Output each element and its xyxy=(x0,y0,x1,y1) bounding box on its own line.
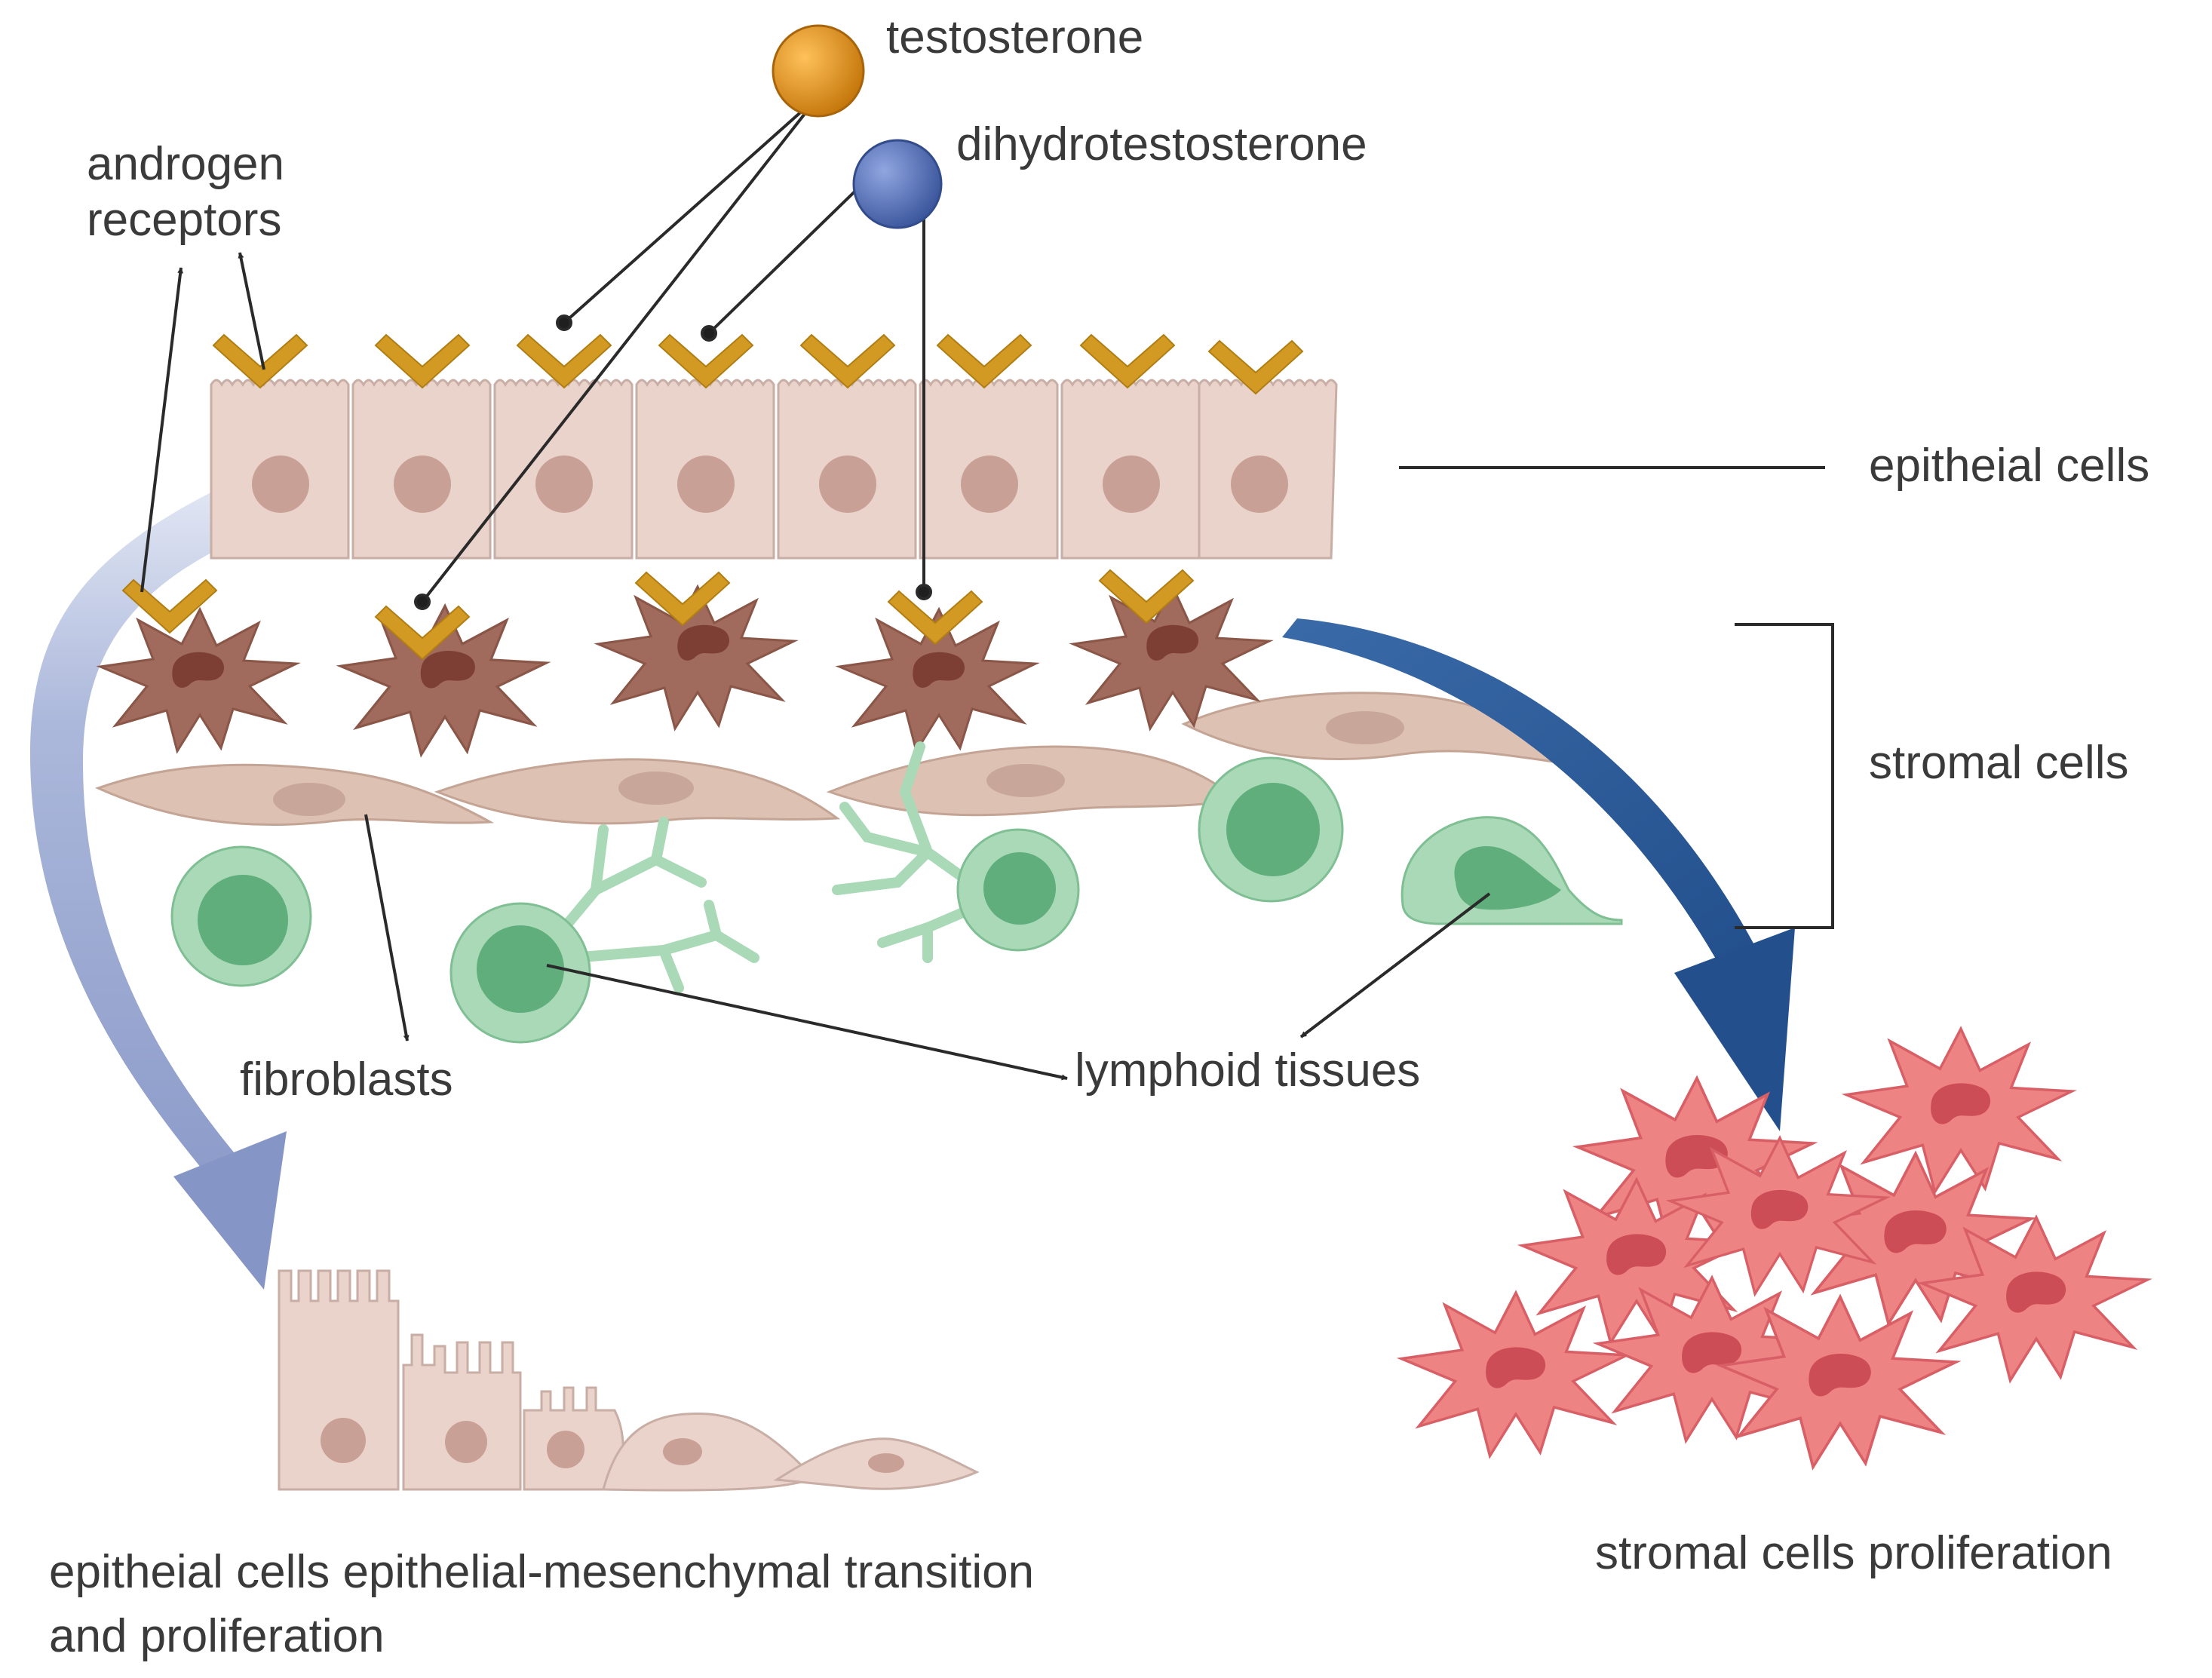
mesenchymal-cell xyxy=(602,1412,817,1492)
stromal-cell xyxy=(99,608,298,753)
lymphoid-cell xyxy=(1401,816,1623,925)
label-emt-line2: and proliferation xyxy=(49,1610,385,1662)
testosterone-molecule-icon xyxy=(772,24,865,118)
label-stromal-cells: stromal cells xyxy=(1869,737,2129,789)
label-stromal-proliferation: stromal cells proliferation xyxy=(1595,1527,2112,1579)
label-dihydrotestosterone: dihydrotestosterone xyxy=(956,118,1367,170)
emt-arrow xyxy=(30,468,287,1290)
lymphoid-cell xyxy=(1198,756,1344,903)
columnar-cell xyxy=(278,1269,400,1491)
labels: testosterone dihydrotestosterone androge… xyxy=(49,11,2149,1662)
transitioning-cell xyxy=(402,1333,522,1491)
androgen-receptor-icon xyxy=(937,334,1032,388)
label-emt-line1: epitheial cells epithelial-mesenchymal t… xyxy=(49,1546,1034,1598)
emt-cell-sequence xyxy=(278,1269,980,1492)
epithelial-cell xyxy=(635,379,775,560)
proliferating-cell xyxy=(1845,1027,2073,1194)
label-lymphoid-tissues: lymphoid tissues xyxy=(1075,1045,1420,1097)
epithelial-cell xyxy=(1060,379,1201,560)
stromal-proliferation-arrow xyxy=(1282,618,1795,1131)
dihydrotestosterone-molecule-icon xyxy=(852,139,943,229)
proliferating-cell xyxy=(1400,1291,1628,1458)
fibroblast xyxy=(826,745,1240,817)
hormone-connectors xyxy=(414,95,932,610)
fibroblast xyxy=(434,758,841,825)
label-testosterone: testosterone xyxy=(886,11,1143,63)
label-fibroblasts: fibroblasts xyxy=(240,1054,453,1106)
epithelial-cell xyxy=(919,379,1059,560)
lymphoid-cell xyxy=(170,845,312,987)
dendritic-cell xyxy=(449,817,759,1044)
epithelial-cell xyxy=(210,379,350,560)
callouts xyxy=(140,252,1834,1081)
fibroblast-row xyxy=(94,692,1557,827)
dendritic-cell xyxy=(832,741,1080,963)
label-epithelial-cells: epitheial cells xyxy=(1869,440,2149,492)
label-androgen-receptors-line1: androgen xyxy=(87,138,284,190)
label-androgen-receptors-line2: receptors xyxy=(87,194,281,246)
lymphoid-cells xyxy=(170,741,1623,1044)
epithelial-layer xyxy=(210,379,1338,560)
fibroblast xyxy=(94,763,495,827)
transitioning-cell xyxy=(523,1386,624,1491)
epithelial-cell xyxy=(493,379,634,560)
epithelial-cell xyxy=(351,379,492,560)
mesenchymal-cell xyxy=(773,1437,980,1490)
epithelial-cell xyxy=(777,379,917,560)
epithelial-cell xyxy=(1198,379,1338,560)
